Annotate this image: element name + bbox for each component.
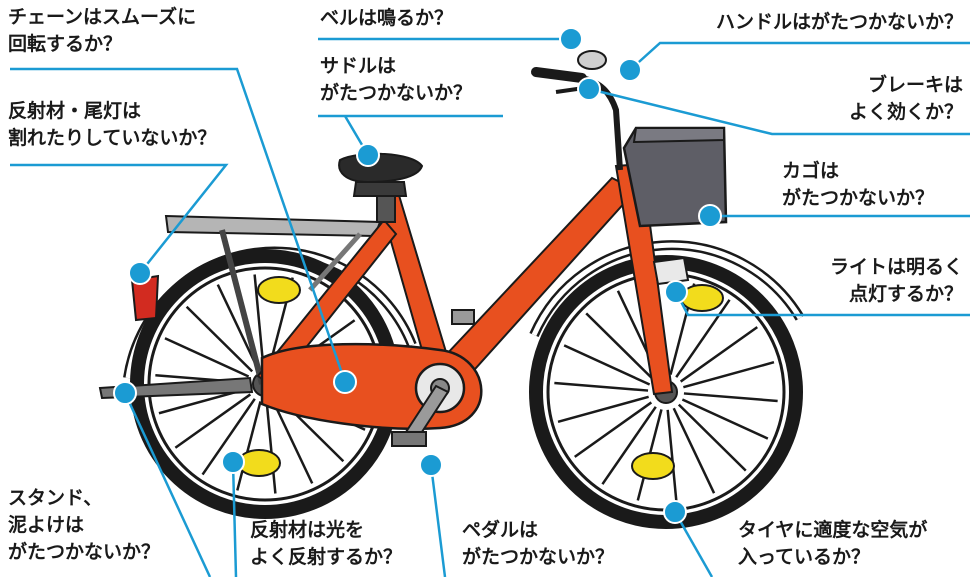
handlebar [531, 50, 623, 171]
pedal-callout-label: ペダルは がたつかないか？ [462, 517, 614, 571]
chain-callout-line [10, 67, 347, 383]
pedal-callout-line-1: ペダルは [462, 519, 539, 541]
stand-mudguard-callout-line-3: がたつかないか？ [8, 541, 161, 563]
stand-callout-dot [113, 381, 137, 405]
spoke [271, 399, 314, 484]
spoke [554, 381, 649, 392]
spoke [253, 274, 265, 367]
spoke [216, 284, 259, 369]
reflector-taillight-callout-line-1: 反射材・尾灯は [8, 100, 142, 122]
stand-callout-line [123, 392, 212, 577]
wheel-reflector-callout-line [231, 461, 238, 577]
callout-lines [10, 37, 970, 577]
reflector-taillight-callout-dot [128, 261, 152, 285]
basket-callout-line-2: がたつかないか？ [782, 187, 935, 209]
saddle-callout-line-1: サドルは [320, 55, 397, 77]
spoke [679, 326, 759, 383]
light-callout-dot [664, 280, 688, 304]
basket-callout-line-1: カゴは [782, 160, 840, 182]
saddle [338, 152, 424, 223]
spoke [573, 401, 653, 458]
brake-callout-line [588, 87, 970, 136]
tire-callout-dot [663, 500, 687, 524]
front-light [652, 256, 690, 286]
saddle-callout-dot [356, 143, 380, 167]
brake-callout-line-2: よく効くか？ [848, 101, 963, 123]
tire-callout-line-1: タイヤに適度な空気が [738, 519, 928, 541]
spoke [201, 398, 256, 476]
pedal-callout-dot [419, 453, 443, 477]
spoke [683, 392, 778, 403]
basket [622, 126, 728, 228]
chain-callout-dot [333, 370, 357, 394]
brake-callout-line-1: ブレーキは [867, 74, 963, 96]
basket-callout-dot [698, 204, 722, 228]
spoke [681, 398, 769, 440]
spoke [563, 344, 651, 386]
spoke [677, 403, 747, 472]
spoke [672, 407, 716, 494]
spoke [164, 337, 250, 378]
stand-mudguard-callout-line-1: スタンド、 [8, 487, 103, 509]
light-callout-line-1: ライトは明るく [829, 256, 963, 278]
reflector-taillight-callout-line [10, 163, 229, 274]
front-wheel-reflector-bottom [631, 452, 675, 480]
spoke [185, 305, 254, 373]
wheel-reflector-callout-label: 反射材は光を よく反射するか？ [250, 517, 402, 571]
brake-callout-label: ブレーキは よく効くか？ [849, 72, 963, 126]
handlebar-callout-line-1: ハンドルはがたつかないか？ [715, 11, 963, 33]
spoke [585, 312, 655, 381]
pedal-callout-line [429, 464, 447, 577]
handlebar-callout-line [629, 41, 970, 71]
chain-callout-line-1: チェーンはスムーズに [8, 6, 197, 28]
bell-callout-dot [559, 27, 583, 51]
spoke [666, 409, 678, 504]
spoke [557, 395, 649, 423]
handlebar-callout-label: ハンドルはがたつかないか？ [716, 9, 963, 36]
tire-callout-label: タイヤに適度な空気が 入っているか？ [738, 517, 927, 571]
stand-mudguard-callout-label: スタンド、 泥よけは がたつかないか？ [8, 485, 160, 566]
wheel-reflector-callout-line-2: よく反射するか？ [250, 546, 403, 568]
spoke [174, 393, 252, 449]
chain-callout-line-2: 回転するか？ [8, 33, 123, 55]
handlebar-callout-dot [618, 58, 642, 82]
basket-callout-label: カゴは がたつかないか？ [782, 158, 934, 212]
wheel-reflector-callout-line-1: 反射材は光を [250, 519, 365, 541]
light-callout-label: ライトは明るく 点灯するか？ [830, 254, 963, 308]
spoke [601, 406, 657, 485]
callout-dots [113, 27, 722, 524]
bell-callout-line-1: ベルは鳴るか？ [320, 7, 454, 29]
spoke [675, 299, 731, 378]
chain-callout-label: チェーンはスムーズに 回転するか？ [8, 4, 196, 58]
reflector-taillight-callout-label: 反射材・尾灯は 割れたりしていないか？ [8, 98, 216, 152]
crank-pedal [391, 309, 475, 447]
tire-callout-line-2: 入っているか？ [738, 546, 871, 568]
light-callout-line-2: 点灯するか？ [848, 283, 963, 305]
stand-mudguard-callout-line-2: 泥よけは [8, 514, 85, 536]
spoke [236, 401, 262, 491]
bell-callout-label: ベルは鳴るか？ [320, 5, 453, 32]
saddle-callout-line [318, 114, 503, 156]
brake-callout-dot [577, 77, 601, 101]
rear-wheel-reflector-top [257, 276, 301, 304]
tire-callout-line [673, 511, 714, 577]
spoke [265, 401, 277, 494]
pedal-callout-line-2: がたつかないか？ [462, 546, 615, 568]
spoke [683, 361, 775, 389]
kickstand [98, 376, 254, 400]
reflector-taillight-callout-line-2: 割れたりしていないか？ [8, 127, 217, 149]
bell [577, 50, 607, 70]
saddle-callout-line-2: がたつかないか？ [320, 82, 473, 104]
saddle-callout-label: サドルは がたつかないか？ [320, 53, 472, 107]
wheel-reflector-callout-dot [221, 450, 245, 474]
